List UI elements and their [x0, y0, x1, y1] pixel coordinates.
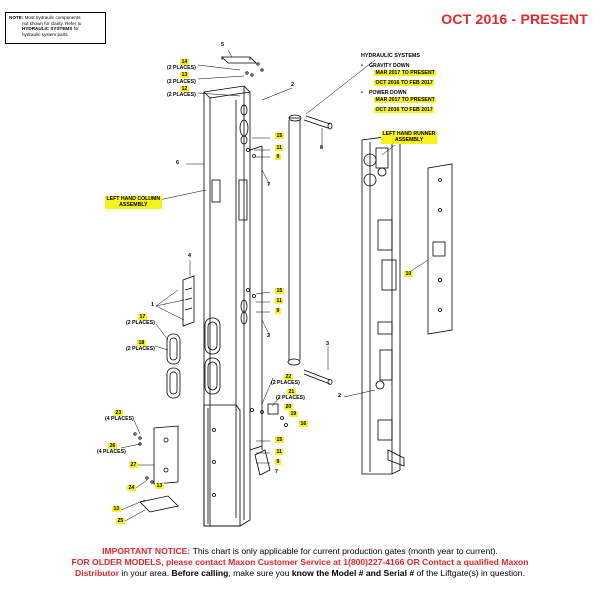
note-prefix: NOTE: — [9, 15, 24, 20]
wear-pad-upper — [182, 275, 195, 327]
runner-plate — [427, 163, 453, 335]
callout-9-low: 9 — [275, 459, 281, 466]
callout-9-mid: 9 — [275, 308, 281, 315]
runner-roller — [363, 173, 377, 187]
callout-7-low: 7 — [275, 469, 278, 475]
callout-2-top: 2 — [291, 82, 294, 88]
notice-before-calling: Before calling — [171, 568, 229, 578]
callout-25: 25 — [116, 518, 125, 525]
gravity-down-label: GRAVITY DOWN — [369, 63, 410, 69]
callout-13-qty: (2 PLACES) — [167, 79, 196, 85]
runner-body — [361, 135, 401, 475]
callout-27: 27 — [129, 462, 138, 469]
notice-in-area: in your area. — [121, 568, 170, 578]
power-down-label: POWER DOWN — [369, 90, 407, 96]
note-line4: hydraulic system parts. — [22, 31, 69, 37]
top-cap-plate — [221, 56, 257, 64]
gravity-range-1: MAR 2017 TO PRESENT — [374, 70, 437, 77]
callout-22-qty: (2 PLACES) — [271, 380, 300, 386]
page-title: OCT 2016 - PRESENT — [441, 11, 588, 27]
callout-13-lower: 13 — [112, 506, 121, 513]
callout-3: 3 — [326, 341, 329, 347]
callout-10: 10 — [404, 271, 413, 278]
callout-5: 5 — [221, 42, 224, 48]
callout-18-qty: (2 PLACES) — [126, 346, 155, 352]
callout-15-top: 15 — [275, 133, 284, 140]
callout-9-top: 9 — [275, 154, 281, 161]
note-line2: not shown for clarity. Refer to — [22, 20, 82, 26]
column-body — [203, 85, 251, 527]
notice-distributor: Distributor — [75, 568, 119, 578]
callout-21-qty: (2 PLACES) — [276, 395, 305, 401]
callout-1: 1 — [151, 302, 154, 308]
callout-8: 8 — [320, 145, 323, 151]
callout-20: 20 — [284, 404, 293, 411]
callout-14: 14 — [180, 59, 189, 66]
callout-13-top: 13 — [180, 72, 189, 79]
callout-11-low: 11 — [275, 449, 284, 456]
note-line3: HYDRAULIC SYSTEMS — [22, 26, 73, 32]
bottom-bracket — [153, 425, 179, 485]
cap-screw — [245, 71, 249, 75]
note-line3-suffix: for — [73, 26, 79, 32]
bottom-plate — [139, 495, 179, 513]
callout-12-qty: (2 PLACES) — [167, 92, 196, 98]
callout-22: 22 — [284, 374, 293, 381]
callout-15-mid: 15 — [275, 288, 284, 295]
notice-important: IMPORTANT NOTICE: — [102, 546, 191, 556]
power-range-1: MAR 2017 TO PRESENT — [374, 97, 437, 104]
callout-17-qty: (2 PLACES) — [126, 320, 155, 326]
callout-26-qty: (4 PLACES) — [97, 449, 126, 455]
cap-screw — [260, 68, 264, 72]
runner-foot — [387, 449, 405, 467]
callout-16: 16 — [299, 421, 308, 428]
callout-7-top: 7 — [267, 182, 270, 188]
callout-18: 18 — [137, 340, 146, 347]
runner-roller — [363, 153, 377, 167]
column-label-line1: LEFT HAND COLUMN — [106, 196, 161, 202]
note-line1: Most hydraulic components — [24, 15, 81, 20]
hydraulic-heading: HYDRAULIC SYSTEMS — [361, 53, 421, 59]
important-notice: IMPORTANT NOTICE: This chart is only app… — [0, 546, 600, 579]
callout-12: 12 — [180, 86, 189, 93]
callout-14-qty: (2 PLACES) — [167, 65, 196, 71]
notice-know-model: know the Model # and Serial # — [291, 568, 415, 578]
callout-15-low: 15 — [275, 437, 284, 444]
column-lower — [203, 404, 241, 527]
callout-23-qty: (4 PLACES) — [105, 416, 134, 422]
callout-6: 6 — [176, 160, 179, 166]
column-assembly-label: LEFT HAND COLUMN ASSEMBLY — [105, 196, 162, 209]
callout-23: 23 — [114, 410, 123, 417]
notice-older-models: FOR OLDER MODELS, please contact Maxon C… — [71, 557, 529, 567]
callout-26: 26 — [108, 443, 117, 450]
callout-17: 17 — [138, 314, 147, 321]
callout-21: 21 — [287, 389, 296, 396]
gravity-bullet: • — [361, 63, 363, 69]
runner-assembly-label: LEFT HAND RUNNER ASSEMBLY — [381, 131, 438, 144]
notice-important-text: This chart is only applicable for curren… — [192, 546, 498, 556]
callout-19: 19 — [289, 411, 298, 418]
power-bullet: • — [361, 90, 363, 96]
notice-make-sure: , make sure you — [228, 568, 290, 578]
notice-tail: of the Liftgate(s) in question. — [416, 568, 525, 578]
cap-screw — [256, 62, 260, 66]
callout-2-runner: 2 — [338, 393, 341, 399]
cylinder-top — [288, 114, 302, 122]
cap-screw — [250, 73, 254, 77]
gravity-range-2: OCT 2016 TO FEB 2017 — [374, 80, 435, 87]
callout-24: 24 — [127, 485, 136, 492]
callout-11-top: 11 — [275, 145, 284, 152]
column-label-line2: ASSEMBLY — [119, 202, 148, 209]
callout-2-mid: 2 — [267, 333, 270, 339]
callout-11-mid: 11 — [275, 298, 284, 305]
callout-4: 4 — [188, 253, 191, 259]
callout-13-bottom: 13 — [155, 483, 164, 490]
power-range-2: OCT 2016 TO FEB 2017 — [374, 107, 435, 114]
note-box: NOTE: Most hydraulic components not show… — [5, 12, 106, 44]
runner-label-line2: ASSEMBLY — [394, 137, 424, 144]
runner-label-line1: LEFT HAND RUNNER — [382, 131, 436, 137]
